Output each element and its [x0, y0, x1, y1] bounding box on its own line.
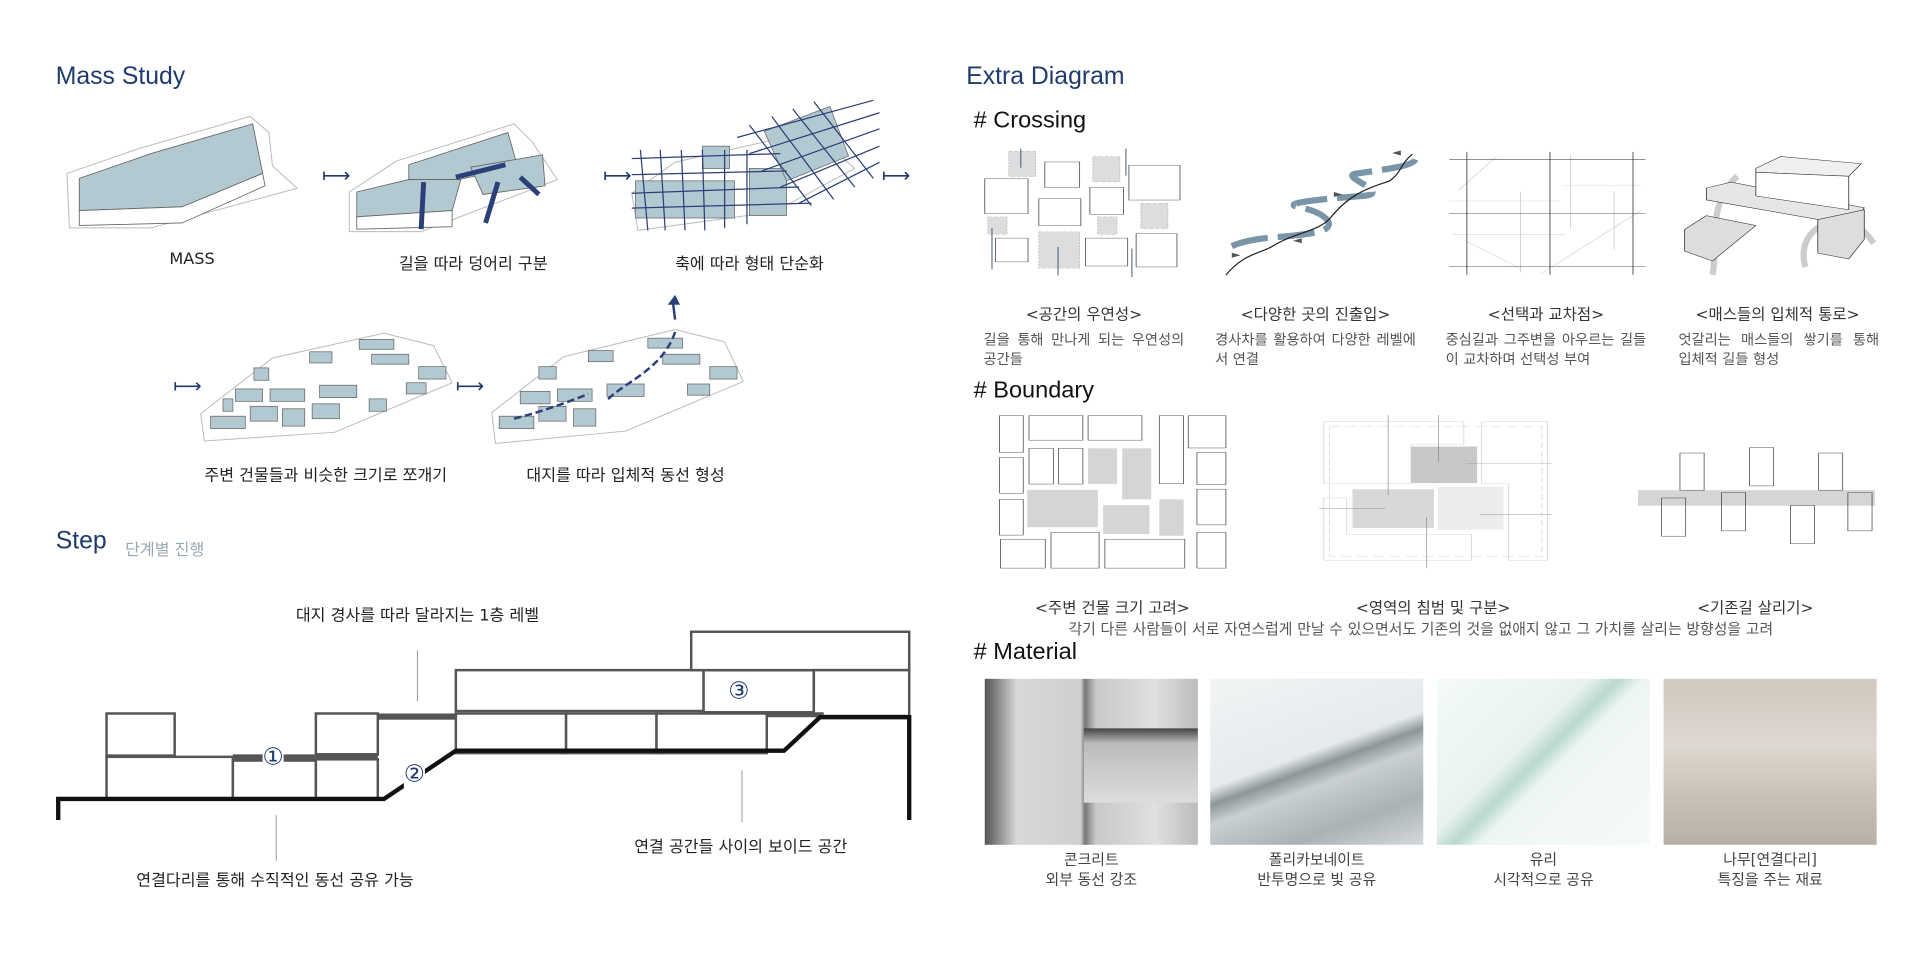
extra-diagram-title: Extra Diagram: [966, 63, 1125, 91]
mass-diagram-4: [200, 332, 453, 442]
crossing-title: <매스들의 입체적 통로>: [1695, 304, 1860, 324]
material-name: 나무[연결다리]: [1723, 850, 1817, 869]
mass-step-label: 대지를 따라 입체적 동선 형성: [526, 466, 725, 486]
mass-diagram-3: [631, 99, 880, 231]
crossing-diagram-2: [1220, 150, 1418, 279]
material-desc: 특징을 주는 재료: [1717, 870, 1823, 889]
step-box: [655, 712, 769, 755]
crossing-heading: # Crossing: [973, 107, 1087, 134]
boundary-diagram-3: [1637, 447, 1875, 544]
step-annotation: 연결 공간들 사이의 보이드 공간: [634, 838, 848, 858]
boundary-diagram-2: [1319, 414, 1552, 569]
crossing-diagram-3: [1449, 151, 1646, 275]
wood-photo: [1663, 678, 1877, 845]
step-subtitle: 단계별 진행: [125, 541, 205, 560]
boundary-title: <기존길 살리기>: [1697, 598, 1814, 617]
crossing-desc: 엇갈리는 매스들의 쌓기를 통해 입체적 길들 형성: [1678, 330, 1880, 368]
marker-3: ③: [728, 677, 750, 705]
step-title: Step: [55, 527, 107, 555]
material-desc: 반투명으로 빛 공유: [1257, 870, 1377, 889]
material-name: 유리: [1529, 850, 1558, 869]
material-desc: 외부 동선 강조: [1045, 870, 1138, 889]
crossing-title: <공간의 우연성>: [1025, 304, 1143, 324]
step-annotation: 대지 경사를 따라 달라지는 1층 레벨: [295, 606, 540, 626]
crossing-desc: 중심길과 그주변을 아우르는 길들이 교차하며 선택성 부여: [1445, 330, 1647, 368]
material-name: 콘크리트: [1063, 850, 1119, 869]
step-box: [454, 668, 705, 713]
step-annotation: 연결다리를 통해 수직적인 동선 공유 가능: [136, 872, 414, 891]
mass-step-label: MASS: [169, 250, 215, 269]
material-desc: 시각적으로 공유: [1493, 870, 1594, 889]
mass-diagram-2: [348, 123, 559, 233]
mass-step-label: 주변 건물들과 비슷한 크기로 쪼개기: [204, 466, 448, 486]
arrow-right-icon: ⟼: [173, 374, 202, 398]
step-box: [105, 712, 176, 757]
marker-1: ①: [262, 743, 284, 771]
crossing-diagram-1: [984, 148, 1181, 278]
boundary-title: <영역의 침범 및 구분>: [1355, 598, 1511, 617]
crossing-desc: 경사차를 활용하여 다양한 레벨에서 연결: [1215, 330, 1416, 368]
step-box: [454, 712, 568, 755]
boundary-heading: # Boundary: [973, 377, 1095, 404]
boundary-diagram-1: [999, 415, 1227, 569]
crossing-desc: 길을 통해 만나게 되는 우연성의 공간들: [983, 330, 1185, 368]
concrete-photo: [984, 678, 1198, 845]
step-box: [812, 668, 911, 718]
material-label: 나무[연결다리]특징을 주는 재료: [1718, 850, 1823, 890]
arrow-right-icon: ⟼: [603, 163, 632, 188]
step-box: [314, 712, 380, 756]
marker-2: ②: [403, 760, 425, 788]
step-box: [314, 758, 380, 801]
crossing-diagram-4: [1684, 156, 1876, 279]
step-box: [689, 630, 911, 672]
step-section-diagram: [56, 630, 912, 861]
arrow-right-icon: ⟼: [455, 374, 485, 398]
mass-step-label: 길을 따라 덩어리 구분: [398, 255, 548, 274]
boundary-summary: 각기 다른 사람들이 서로 자연스럽게 만날 수 있으면서도 기존의 것을 없애…: [1068, 620, 1774, 638]
mass-diagram-5: [491, 294, 744, 444]
crossing-title: <선택과 교차점>: [1487, 304, 1605, 324]
glass-photo: [1436, 678, 1650, 845]
step-box: [564, 712, 658, 755]
mass-diagram-1: [66, 115, 299, 229]
step-box: [702, 668, 816, 714]
crossing-title: <다양한 곳의 진출입>: [1240, 304, 1391, 324]
polycarbonate-photo: [1210, 678, 1424, 845]
step-box: [105, 755, 235, 801]
arrow-right-icon: ⟼: [881, 163, 911, 188]
boundary-title: <주변 건물 크기 고려>: [1035, 598, 1190, 617]
mass-step-label: 축에 따라 형태 단순화: [675, 255, 824, 274]
mass-study-title: Mass Study: [55, 63, 186, 91]
material-heading: # Material: [973, 639, 1077, 666]
material-name: 폴리카보네이트: [1268, 850, 1365, 869]
arrow-right-icon: ⟼: [322, 163, 351, 188]
